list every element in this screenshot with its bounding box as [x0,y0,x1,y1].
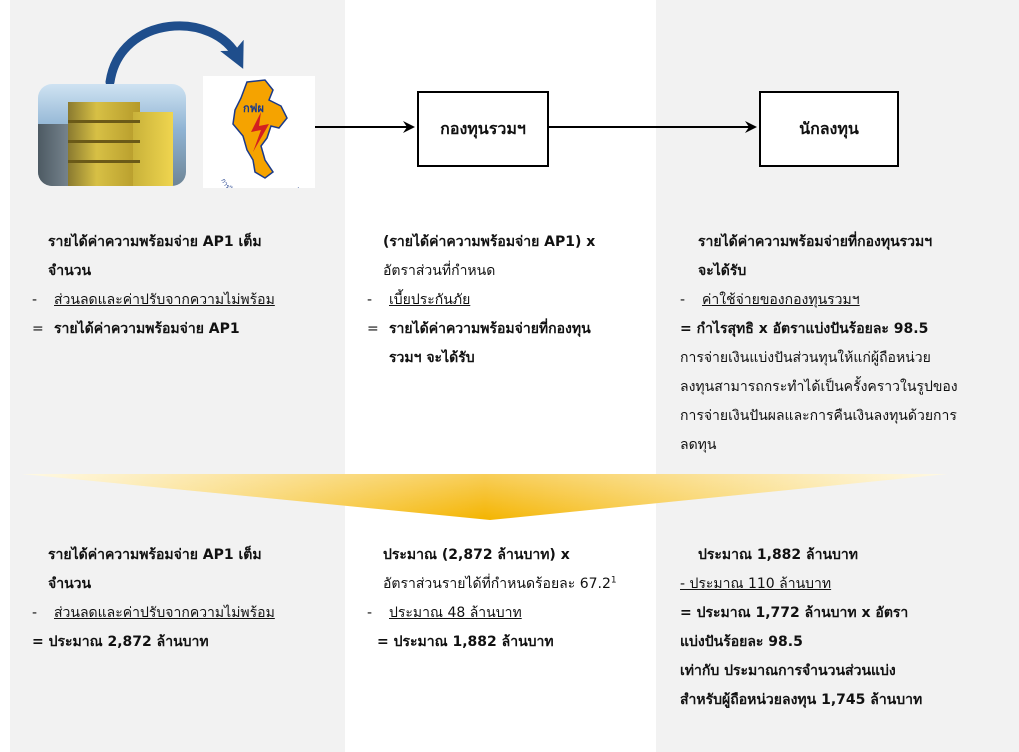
top-right-result: = กำไรสุทธิ x อัตราแบ่งปันร้อยละ 98.5 [680,321,929,337]
top-middle-minus-prefix: - [367,292,373,308]
top-middle-result-row: = รายได้ค่าความพร้อมจ่ายที่กองทุน [367,315,653,344]
top-middle-formula: (รายได้ค่าความพร้อมจ่าย AP1) x อัตราส่วน… [367,228,653,373]
top-right-minus-prefix: - [680,292,686,308]
top-left-formula: รายได้ค่าความพร้อมจ่าย AP1 เต็ม จำนวน -ส… [32,228,338,344]
top-right-minus-row: -ค่าใช้จ่ายของกองทุนรวมฯ [680,286,1016,315]
bottom-left-formula: รายได้ค่าความพร้อมจ่าย AP1 เต็ม จำนวน -ส… [32,541,338,657]
bottom-middle-line-2: อัตราส่วนรายได้ที่กำหนดร้อยละ 67.2 [383,576,611,592]
fund-node: กองทุนรวมฯ [417,91,549,167]
footnote-mark: 1 [610,575,617,586]
bottom-right-formula: ประมาณ 1,882 ล้านบาท - ประมาณ 110 ล้านบา… [680,541,1016,715]
fund-node-label: กองทุนรวมฯ [440,118,526,138]
top-middle-line-2: อัตราส่วนที่กำหนด [383,263,496,279]
top-left-minus: ส่วนลดและค่าปรับจากความไม่พร้อม [54,292,275,308]
top-right-note-4: ลดทุน [680,437,717,453]
bottom-left-minus-row: -ส่วนลดและค่าปรับจากความไม่พร้อม [32,599,338,628]
bottom-middle-minus: ประมาณ 48 ล้านบาท [389,605,522,621]
bottom-middle-minus-row: -ประมาณ 48 ล้านบาท [367,599,653,628]
top-right-note-3: การจ่ายเงินปันผลและการคืนเงินลงทุนด้วยกา… [680,408,957,424]
bottom-right-result-2: แบ่งปันร้อยละ 98.5 [680,634,803,650]
top-middle-minus-row: -เบี้ยประกันภัย [367,286,653,315]
bottom-left-minus: ส่วนลดและค่าปรับจากความไม่พร้อม [54,605,275,621]
top-left-eq-prefix: = [32,321,44,337]
top-middle-line-1: (รายได้ค่าความพร้อมจ่าย AP1) x [383,234,596,250]
investor-node: นักลงทุน [759,91,899,167]
bottom-left-title-2: จำนวน [48,576,92,592]
top-middle-result-1: รายได้ค่าความพร้อมจ่ายที่กองทุน [389,321,591,337]
bottom-middle-formula: ประมาณ (2,872 ล้านบาท) x อัตราส่วนรายได้… [367,541,653,657]
top-middle-eq-prefix: = [367,321,379,337]
bottom-right-result-4: สำหรับผู้ถือหน่วยลงทุน 1,745 ล้านบาท [680,692,923,708]
bottom-middle-minus-prefix: - [367,605,373,621]
investor-node-label: นักลงทุน [799,118,859,138]
bottom-middle-result: = ประมาณ 1,882 ล้านบาท [377,634,554,650]
top-left-result-row: = รายได้ค่าความพร้อมจ่าย AP1 [32,315,338,344]
logo-center-text: กฟผ [243,102,264,115]
top-left-title-2: จำนวน [48,263,92,279]
top-right-title-1: รายได้ค่าความพร้อมจ่ายที่กองทุนรวมฯ [698,234,933,250]
bottom-left-result: = ประมาณ 2,872 ล้านบาท [32,634,209,650]
top-right-note-1: การจ่ายเงินแบ่งปันส่วนทุนให้แก่ผู้ถือหน่… [680,350,931,366]
top-left-minus-prefix: - [32,292,38,308]
top-left-result: รายได้ค่าความพร้อมจ่าย AP1 [54,321,240,337]
top-right-note-2: ลงทุนสามารถกระทำได้เป็นครั้งคราวในรูปของ [680,379,958,395]
bottom-left-minus-prefix: - [32,605,38,621]
curved-arrow [105,21,244,87]
egat-logo: กฟผ การไฟฟ้าฝ่ายผลิตแห่งประเทศไทย [203,76,315,188]
bottom-left-title-1: รายได้ค่าความพร้อมจ่าย AP1 เต็ม [48,547,262,563]
top-middle-minus: เบี้ยประกันภัย [389,292,471,308]
building-photo [38,84,186,186]
bottom-middle-line-1: ประมาณ (2,872 ล้านบาท) x [383,547,570,563]
bottom-middle-line-2-row: อัตราส่วนรายได้ที่กำหนดร้อยละ 67.21 [383,570,653,599]
top-middle-result-2: รวมฯ จะได้รับ [389,350,475,366]
chevron-highlight [22,474,947,520]
bottom-right-line-1: ประมาณ 1,882 ล้านบาท [698,547,859,563]
bottom-right-minus: - ประมาณ 110 ล้านบาท [680,576,832,592]
bottom-right-result-1: = ประมาณ 1,772 ล้านบาท x อัตรา [680,605,909,621]
bottom-right-result-3: เท่ากับ ประมาณการจำนวนส่วนแบ่ง [680,663,896,679]
top-right-minus: ค่าใช้จ่ายของกองทุนรวมฯ [702,292,860,308]
top-right-formula: รายได้ค่าความพร้อมจ่ายที่กองทุนรวมฯ จะได… [680,228,1016,460]
top-left-title-1: รายได้ค่าความพร้อมจ่าย AP1 เต็ม [48,234,262,250]
top-left-minus-row: -ส่วนลดและค่าปรับจากความไม่พร้อม [32,286,338,315]
top-right-title-2: จะได้รับ [698,263,747,279]
